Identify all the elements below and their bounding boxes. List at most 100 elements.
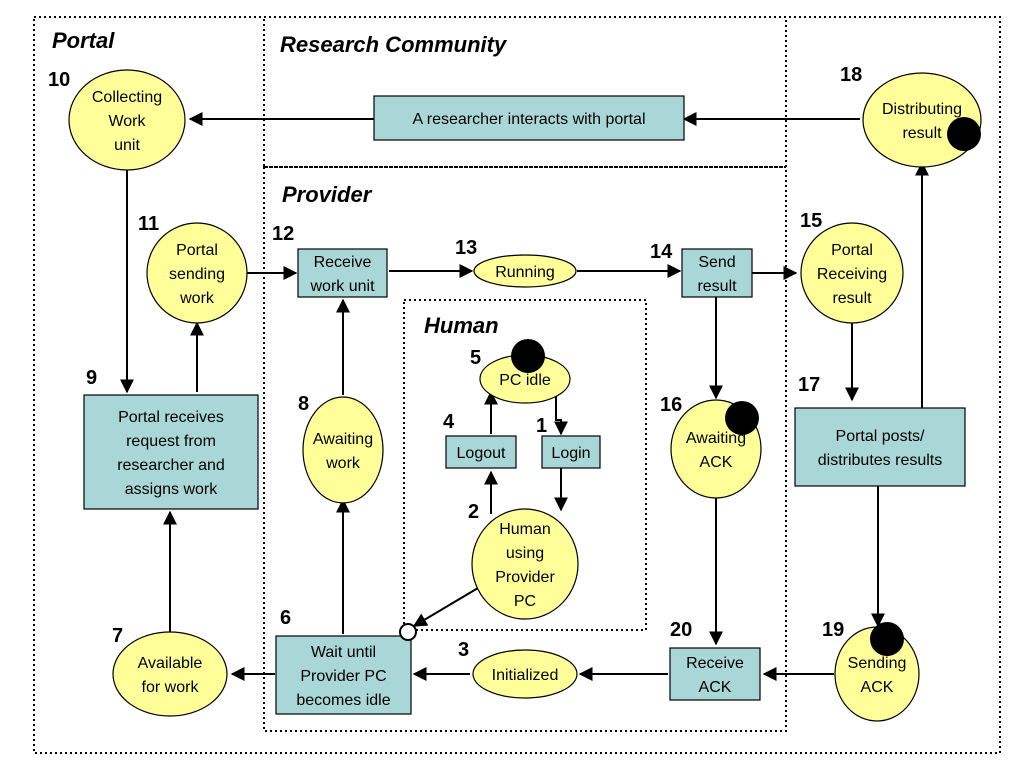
node-label-line: result bbox=[902, 125, 942, 142]
node-n18: Distributing result 18 bbox=[840, 64, 982, 168]
provider-region-border bbox=[263, 166, 787, 732]
node-label-line: Sending bbox=[848, 655, 907, 672]
node-number: 3 bbox=[458, 639, 469, 661]
node-number: 6 bbox=[280, 607, 291, 629]
node-label-line: Wait until bbox=[311, 644, 376, 661]
node-label-line: unit bbox=[114, 137, 140, 154]
node-label-line: Portal bbox=[831, 242, 873, 259]
token-marker-5 bbox=[511, 339, 545, 373]
node-label-line: Human bbox=[499, 521, 551, 538]
node-label-line: Available bbox=[138, 655, 203, 672]
node-n7: Available for work 7 bbox=[112, 625, 228, 717]
node-number: 12 bbox=[272, 223, 294, 245]
node-label-line: work bbox=[179, 290, 215, 307]
node-number: 5 bbox=[470, 347, 481, 369]
portal-region-title: Portal bbox=[52, 28, 115, 53]
edge-2-to-6 bbox=[412, 587, 479, 627]
node-number: 13 bbox=[455, 237, 477, 259]
process-box bbox=[297, 248, 388, 298]
node-n11: Portal sending work 11 bbox=[138, 213, 248, 324]
node-number: 4 bbox=[443, 411, 455, 433]
node-n14: Send result 14 bbox=[650, 241, 753, 298]
node-number: 2 bbox=[468, 501, 479, 523]
node-n3: Initialized 3 bbox=[458, 639, 578, 699]
node-researcher: A researcher interacts with portal bbox=[373, 95, 685, 141]
node-number: 7 bbox=[112, 625, 123, 647]
process-box bbox=[541, 435, 601, 469]
node-label-line: PC bbox=[514, 593, 536, 610]
node-number: 8 bbox=[298, 393, 309, 415]
node-label-line: work unit bbox=[309, 278, 375, 295]
node-label-line: Initialized bbox=[492, 667, 559, 684]
token-marker-19 bbox=[870, 622, 904, 656]
node-n5: PC idle 5 bbox=[470, 347, 571, 404]
node-label-line: distributes results bbox=[818, 452, 943, 469]
node-number: 11 bbox=[138, 213, 159, 235]
process-box bbox=[794, 407, 966, 487]
node-number: 20 bbox=[670, 619, 692, 641]
human-region-border bbox=[403, 299, 647, 631]
node-label-line: request from bbox=[126, 433, 216, 450]
process-box bbox=[681, 248, 753, 298]
node-label-line: ACK bbox=[700, 454, 733, 471]
node-label-line: Send bbox=[698, 254, 735, 271]
node-label-line: Running bbox=[495, 264, 555, 281]
node-label-line: researcher and bbox=[117, 457, 225, 474]
node-number: 10 bbox=[48, 69, 70, 91]
node-label-line: for work bbox=[142, 679, 200, 696]
provider-region-title: Provider bbox=[282, 182, 373, 207]
node-label-line: Login bbox=[551, 445, 590, 462]
node-number: 18 bbox=[840, 64, 862, 86]
node-label-line: work bbox=[325, 455, 361, 472]
node-number: 19 bbox=[822, 619, 844, 641]
node-label-line: Logout bbox=[457, 445, 506, 462]
node-label-line: Portal receives bbox=[118, 409, 224, 426]
human-region-title: Human bbox=[424, 313, 499, 338]
node-label-line: Work bbox=[108, 113, 146, 130]
node-label-line: A researcher interacts with portal bbox=[413, 111, 646, 128]
node-label-line: Distributing bbox=[882, 101, 962, 118]
process-box bbox=[373, 95, 685, 141]
state-ellipse bbox=[68, 69, 186, 171]
node-label-line: Awaiting bbox=[313, 431, 373, 448]
token-marker-18 bbox=[947, 117, 981, 151]
node-label-line: Receive bbox=[314, 254, 372, 271]
node-label-line: result bbox=[832, 290, 872, 307]
node-label-line: Provider bbox=[495, 569, 555, 586]
process-box bbox=[83, 394, 259, 510]
node-label-line: ACK bbox=[699, 679, 732, 696]
edges bbox=[120, 112, 929, 681]
node-number: 14 bbox=[650, 241, 673, 263]
node-number: 16 bbox=[660, 394, 682, 416]
research-community-region-border bbox=[263, 16, 787, 168]
node-label-line: Portal bbox=[176, 242, 218, 259]
research-community-region-title: Research Community bbox=[280, 32, 508, 57]
node-label-line: result bbox=[697, 278, 737, 295]
process-box bbox=[445, 435, 517, 469]
node-label-line: Receive bbox=[686, 655, 744, 672]
node-label-line: sending bbox=[169, 266, 225, 283]
node-label-line: PC idle bbox=[499, 372, 551, 389]
node-number: 15 bbox=[800, 210, 822, 232]
node-label-line: using bbox=[506, 545, 544, 562]
node-label-line: becomes idle bbox=[296, 692, 390, 709]
state-ellipse bbox=[302, 396, 384, 504]
state-ellipse bbox=[471, 508, 579, 620]
node-label-line: Portal posts/ bbox=[836, 428, 925, 445]
state-ellipse bbox=[472, 649, 578, 699]
state-ellipse bbox=[473, 254, 577, 288]
node-label-line: Provider PC bbox=[300, 668, 386, 685]
node-label-line: Collecting bbox=[92, 89, 162, 106]
edge-5-to-1 bbox=[554, 394, 568, 436]
token-marker-16 bbox=[725, 401, 759, 435]
state-ellipse bbox=[146, 222, 248, 324]
